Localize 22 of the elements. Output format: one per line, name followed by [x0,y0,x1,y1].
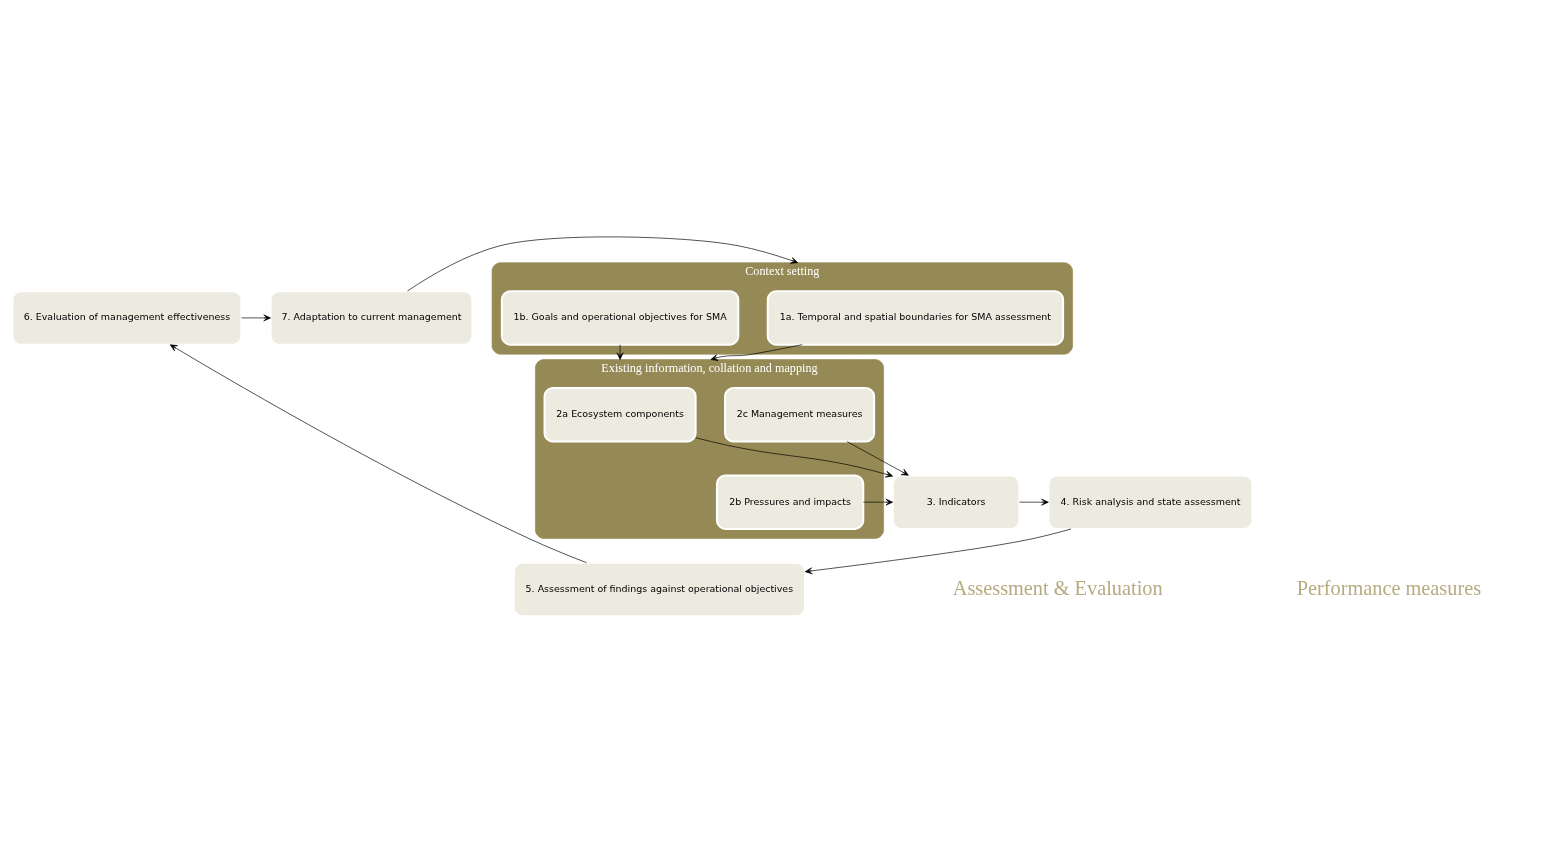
node-box: 1b. Goals and operational objectives for SMA [500,290,740,346]
node-box: 4. Risk analysis and state assessment [1047,474,1254,530]
arrow [169,344,587,564]
node-box: 7. Adaptation to current management [269,290,474,346]
node-box: 1a. Temporal and spatial boundaries for SMA assessment [766,290,1065,346]
node-box: 6. Evaluation of management effectiveness [11,290,243,346]
node-box: 2b Pressures and impacts [715,474,865,530]
arrow [804,528,1072,575]
arrow [1019,498,1049,506]
arrow [407,236,799,292]
arrow [241,314,271,322]
node-box: 2c Management measures [724,387,876,443]
node-box: 2a Ecosystem components [543,387,697,443]
node-box: 5. Assessment of findings against operational objectives [512,561,807,618]
arrow [695,437,893,478]
label: Assessment & Evaluation [952,576,1163,599]
node-box: 3. Indicators [891,474,1021,530]
arrow [616,344,624,360]
arrow [863,498,894,506]
label: Performance measures [1296,576,1482,599]
arrow [710,344,803,361]
arrow [846,441,909,476]
